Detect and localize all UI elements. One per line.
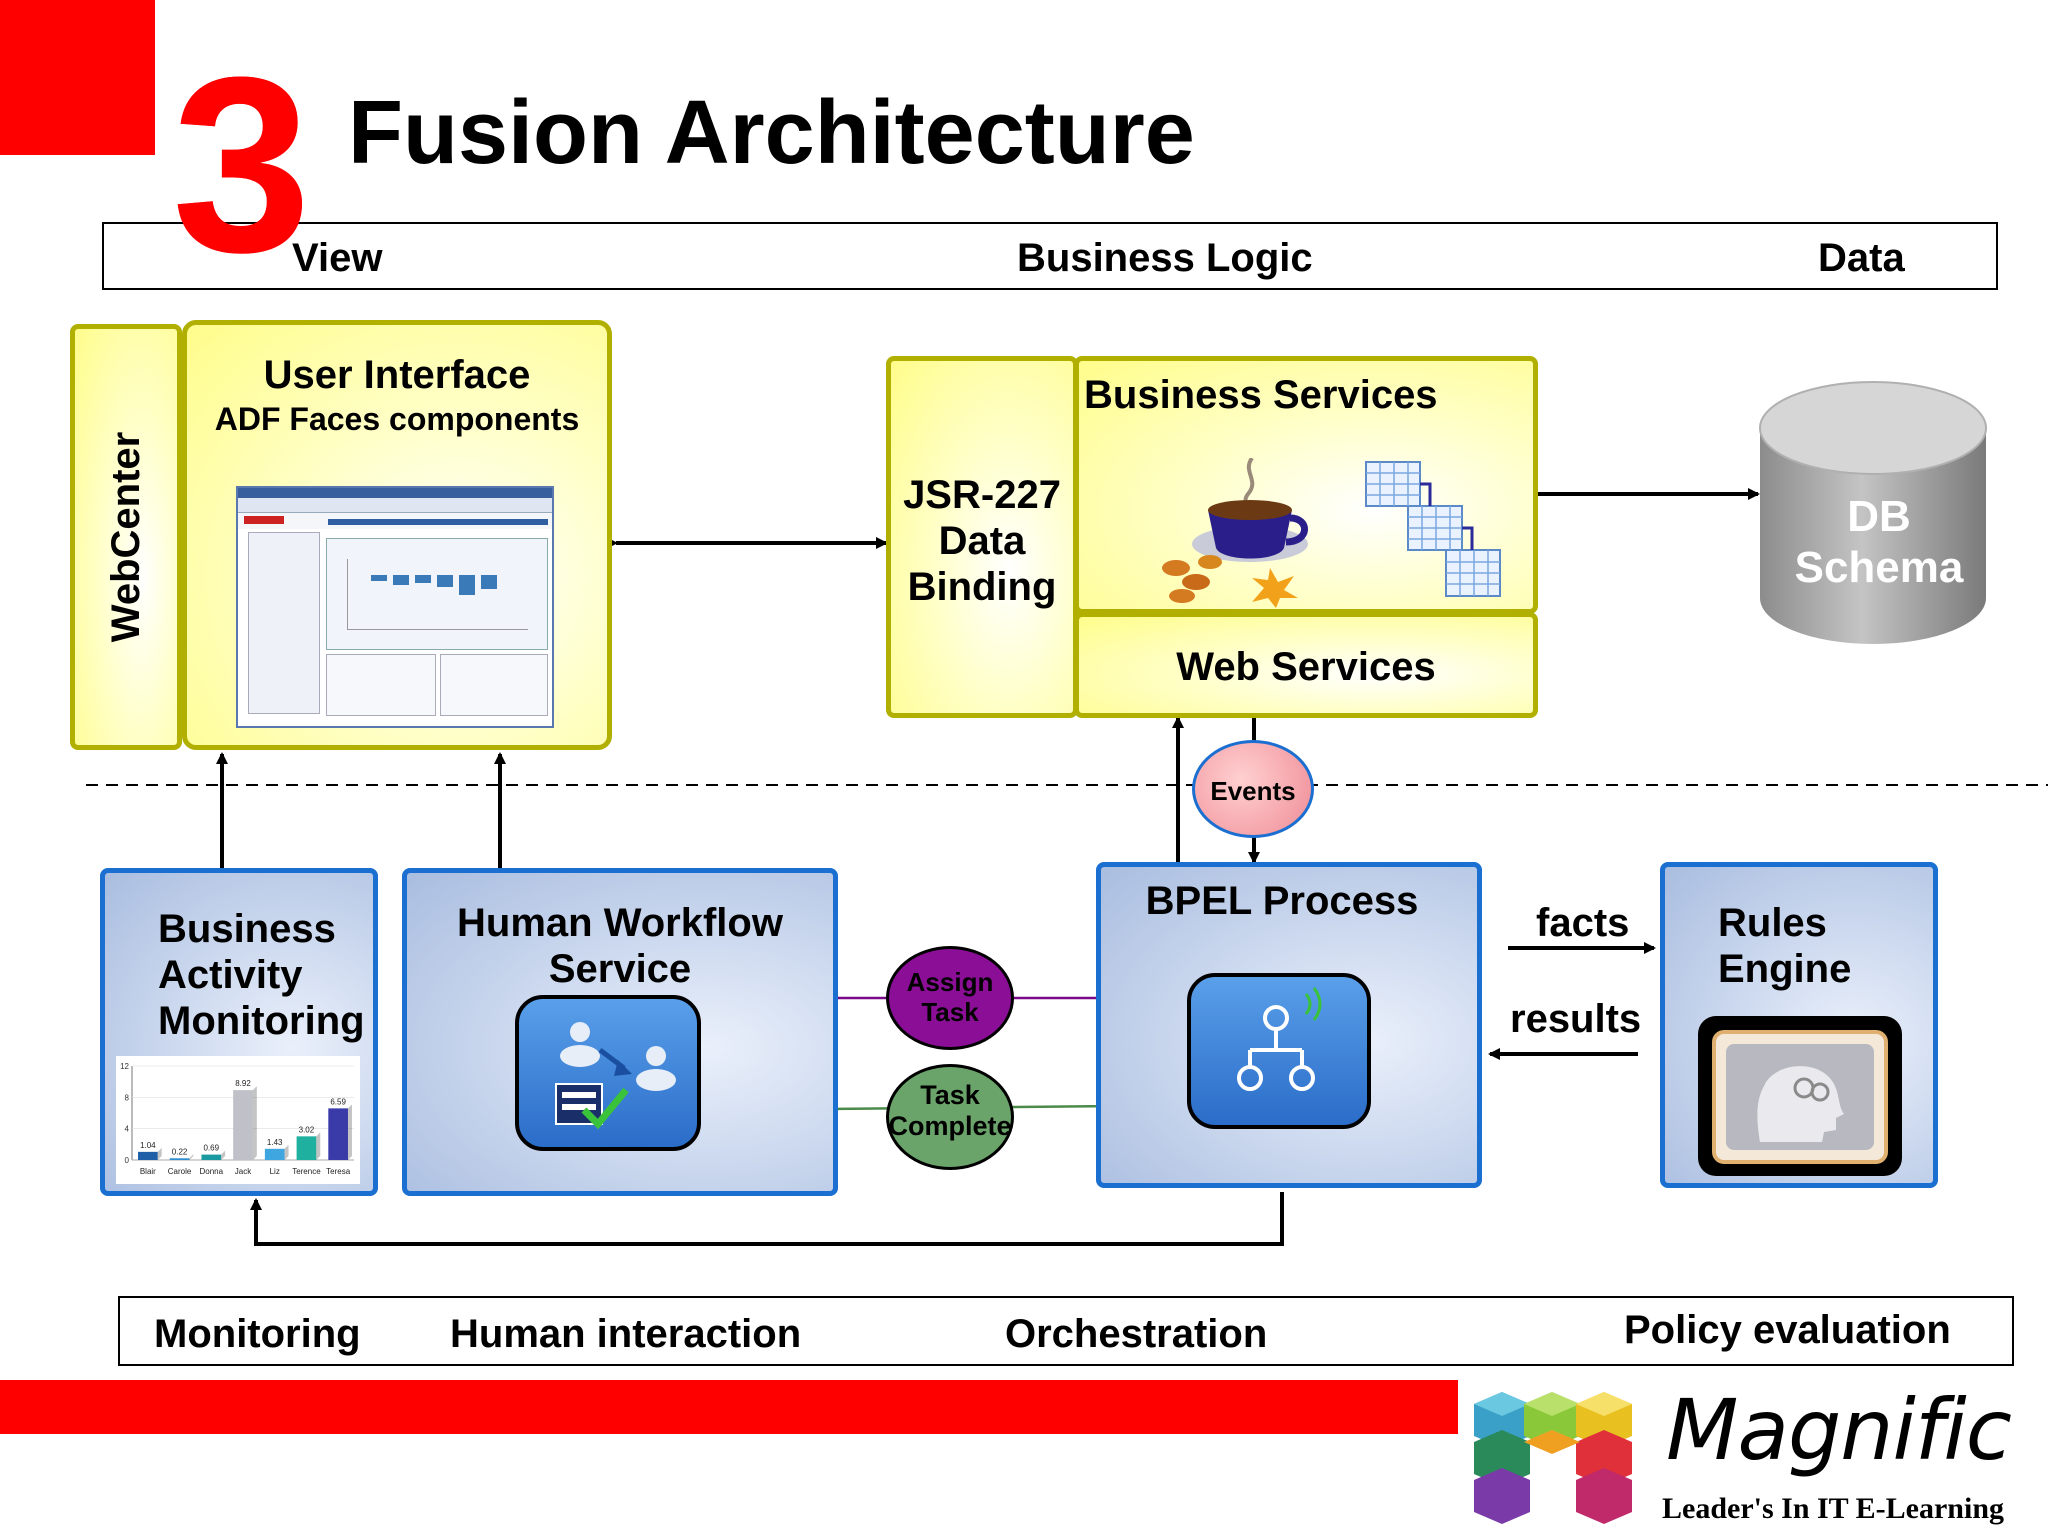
chart-data-label: 6.59 bbox=[330, 1097, 346, 1106]
chart-bar-side bbox=[347, 1104, 352, 1160]
events-oval bbox=[1192, 740, 1314, 838]
workflow-task-icon bbox=[515, 995, 701, 1151]
chart-bar-side bbox=[189, 1154, 194, 1160]
thumb-left-panel bbox=[248, 532, 320, 714]
band-label-orchestration: Orchestration bbox=[1005, 1312, 1268, 1356]
magnific-cubes-logo bbox=[1474, 1392, 1632, 1524]
chart-x-tick: Donna bbox=[199, 1167, 223, 1176]
chart-y-tick: 12 bbox=[120, 1062, 129, 1071]
chart-x-tick: Carole bbox=[168, 1167, 192, 1176]
thumb-titlebar bbox=[238, 488, 552, 498]
user-interface-subtitle: ADF Faces components bbox=[214, 401, 580, 437]
assign-task-label: Assign Task bbox=[906, 967, 994, 1027]
chart-x-tick: Terence bbox=[292, 1167, 321, 1176]
rules-engine-label: Rules Engine bbox=[1718, 901, 1852, 991]
logo-brand-text: Magnific bbox=[1666, 1381, 2012, 1479]
bpel-label: BPEL Process bbox=[1145, 879, 1419, 923]
webcenter-label: WebCenter bbox=[104, 431, 148, 643]
chart-data-label: 3.02 bbox=[299, 1125, 315, 1134]
thumb-toolbar bbox=[238, 498, 552, 513]
chart-data-label: 0.22 bbox=[172, 1147, 188, 1156]
assign-task-oval bbox=[886, 946, 1014, 1050]
band-label-human-interaction: Human interaction bbox=[450, 1312, 802, 1356]
chart-bar-side bbox=[221, 1150, 226, 1160]
chart-bar bbox=[328, 1108, 348, 1160]
spreadsheets-icon bbox=[1365, 461, 1501, 597]
thumb-table-left bbox=[326, 654, 436, 716]
chart-data-label: 0.69 bbox=[203, 1144, 219, 1153]
layer-band-bottom bbox=[118, 1296, 2014, 1366]
jsr227-label: JSR-227 Data Binding bbox=[903, 473, 1061, 609]
web-services-box bbox=[1074, 612, 1538, 718]
band-label-data: Data bbox=[1818, 236, 1905, 280]
thumb-table-right bbox=[440, 654, 548, 716]
chart-bar bbox=[233, 1090, 253, 1160]
web-services-label: Web Services bbox=[1176, 645, 1436, 689]
chart-bar bbox=[296, 1136, 317, 1160]
jsr227-box bbox=[886, 356, 1078, 718]
chart-bar-side bbox=[284, 1144, 289, 1160]
chart-y-tick: 8 bbox=[125, 1093, 130, 1102]
band-label-monitoring: Monitoring bbox=[154, 1312, 361, 1356]
band-label-view: View bbox=[292, 236, 383, 280]
brain-head-icon bbox=[1712, 1030, 1888, 1164]
red-corner-block bbox=[0, 0, 155, 155]
chart-y-tick: 4 bbox=[125, 1125, 130, 1134]
chart-x-tick: Teresa bbox=[326, 1167, 351, 1176]
chart-y-tick: 0 bbox=[125, 1156, 130, 1165]
bpel-box bbox=[1096, 862, 1482, 1188]
thumb-chart-panel bbox=[326, 538, 548, 650]
adf-app-screenshot bbox=[236, 486, 554, 728]
thumb-brand-bar bbox=[238, 513, 552, 529]
footer-red-bar bbox=[0, 1380, 1458, 1434]
human-workflow-label: Human Workflow Service bbox=[457, 901, 783, 991]
band-label-policy-evaluation: Policy evaluation bbox=[1624, 1308, 1951, 1352]
db-schema-label: DB Schema bbox=[1794, 492, 1964, 592]
band-label-business-logic: Business Logic bbox=[1017, 236, 1313, 280]
chart-bar-side bbox=[252, 1086, 257, 1160]
events-label: Events bbox=[1210, 776, 1296, 806]
chart-data-label: 1.43 bbox=[267, 1138, 283, 1147]
chart-data-label: 1.04 bbox=[140, 1141, 156, 1150]
chart-x-tick: Liz bbox=[270, 1167, 280, 1176]
chart-bar bbox=[169, 1158, 190, 1160]
webcenter-box bbox=[70, 324, 182, 750]
chart-bar-side bbox=[157, 1147, 162, 1160]
bpel-process-icon bbox=[1187, 973, 1371, 1129]
db-schema-cylinder-icon bbox=[1759, 381, 1987, 644]
chart-data-label: 8.92 bbox=[235, 1079, 251, 1088]
business-services-label: Business Services bbox=[1084, 373, 1438, 417]
task-complete-label: Task Complete bbox=[888, 1080, 1012, 1142]
chart-x-tick: Jack bbox=[235, 1167, 252, 1176]
page-title: Fusion Architecture bbox=[348, 83, 1195, 183]
chart-bar-side bbox=[316, 1132, 321, 1160]
chart-x-tick: Blair bbox=[140, 1167, 156, 1176]
task-complete-oval bbox=[886, 1064, 1014, 1170]
coffee-cup-icon bbox=[1162, 458, 1308, 608]
section-number-overlay: 3 bbox=[172, 25, 312, 304]
bam-label: Business Activity Monitoring bbox=[158, 907, 365, 1043]
chart-bar bbox=[264, 1148, 285, 1160]
facts-label: facts bbox=[1536, 901, 1630, 945]
user-interface-title: User Interface bbox=[263, 353, 531, 397]
logo-tagline-text: Leader's In IT E-Learning bbox=[1662, 1492, 2004, 1525]
chart-bar bbox=[201, 1154, 222, 1160]
arrow-bpel-bam bbox=[250, 1192, 1284, 1246]
layer-band-top bbox=[102, 222, 1998, 290]
results-label: results bbox=[1510, 997, 1642, 1041]
chart-bar bbox=[138, 1151, 158, 1160]
